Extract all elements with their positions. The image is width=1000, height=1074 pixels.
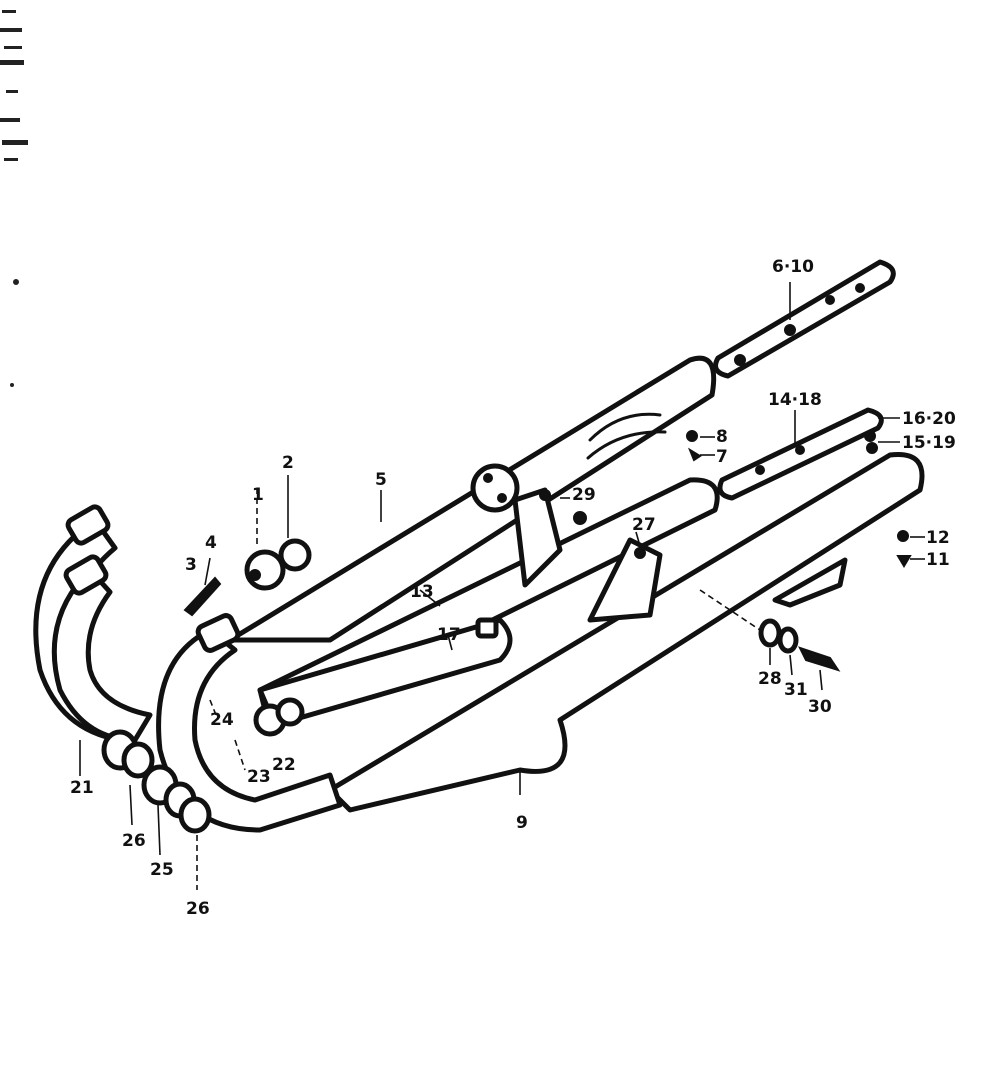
lower-baffle bbox=[717, 407, 884, 501]
callout-3: 3 bbox=[185, 555, 197, 575]
callout-14-18: 14·18 bbox=[768, 390, 822, 410]
callout-7: 7 bbox=[716, 447, 728, 467]
callout-26-upper: 26 bbox=[122, 831, 146, 851]
callout-30: 30 bbox=[808, 697, 832, 717]
callout-23: 23 bbox=[247, 767, 271, 787]
callout-25: 25 bbox=[150, 860, 174, 880]
callout-29: 29 bbox=[572, 485, 596, 505]
callout-1: 1 bbox=[252, 485, 264, 505]
callout-12: 12 bbox=[926, 528, 950, 548]
callout-28: 28 bbox=[758, 669, 782, 689]
callout-31: 31 bbox=[784, 680, 808, 700]
muffler-mounting-plate bbox=[470, 463, 520, 513]
callout-13: 13 bbox=[410, 582, 434, 602]
callout-16-20: 16·20 bbox=[902, 409, 956, 429]
callout-6-10: 6·10 bbox=[772, 257, 814, 277]
scan-artifacts bbox=[0, 10, 28, 387]
callout-11: 11 bbox=[926, 550, 950, 570]
bracket-29 bbox=[512, 487, 563, 588]
crossover-pipe bbox=[253, 617, 513, 737]
callout-22: 22 bbox=[272, 755, 296, 775]
leader-lines bbox=[79, 282, 925, 890]
bracket-27 bbox=[587, 537, 663, 623]
upper-muffler bbox=[227, 355, 717, 643]
callout-26-lower: 26 bbox=[186, 899, 210, 919]
upper-baffle bbox=[713, 259, 896, 379]
gaskets-and-clamps bbox=[101, 729, 212, 834]
callout-labels: 1 2 3 4 5 6·10 7 8 9 11 12 13 14·18 15·1… bbox=[70, 257, 956, 919]
callout-4: 4 bbox=[205, 533, 217, 553]
callout-9: 9 bbox=[516, 813, 528, 833]
callout-15-19: 15·19 bbox=[902, 433, 956, 453]
callout-27: 27 bbox=[632, 515, 656, 535]
callout-8: 8 bbox=[716, 427, 728, 447]
callout-21: 21 bbox=[70, 778, 94, 798]
callout-5: 5 bbox=[375, 470, 387, 490]
callout-17: 17 bbox=[437, 625, 461, 645]
small-hardware bbox=[183, 430, 912, 672]
lower-muffler bbox=[327, 451, 925, 813]
callout-24: 24 bbox=[210, 710, 234, 730]
callout-2: 2 bbox=[282, 453, 294, 473]
